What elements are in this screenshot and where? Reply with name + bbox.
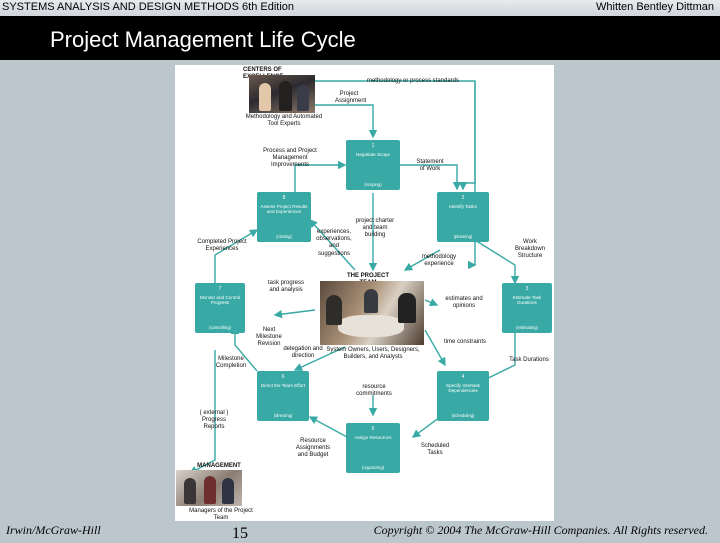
step-4-num: 4 xyxy=(461,374,465,380)
step-2-label: Identify Tasks xyxy=(449,203,477,209)
step-6-phase: (directing) xyxy=(273,412,293,418)
step-5-box: 5 Assign Resources (organizing) xyxy=(346,423,400,473)
life-cycle-figure: CENTERS OF EXCELLENCE Methodology and Au… xyxy=(175,65,554,521)
step-3-num: 3 xyxy=(525,286,529,292)
header-bar: SYSTEMS ANALYSIS AND DESIGN METHODS 6th … xyxy=(0,0,720,16)
step-6-box: 6 Direct the Team Effort (directing) xyxy=(257,371,309,421)
flow-project-charter: project charter and team building xyxy=(355,218,395,239)
step-2-box: 2 Identify Tasks (planning) xyxy=(437,192,489,242)
step-7-box: 7 Monitor and Control Progress (controll… xyxy=(195,283,245,333)
book-title: SYSTEMS ANALYSIS AND DESIGN METHODS 6th … xyxy=(2,1,294,13)
flow-estimates: estimates and opinions xyxy=(445,296,483,310)
management-title: MANAGEMENT xyxy=(197,463,241,469)
box7-to-box8 xyxy=(214,229,259,283)
box2-to-box3 xyxy=(469,236,520,285)
slide-title: Project Management Life Cycle xyxy=(50,27,356,52)
step-1-label: Negotiate Scope xyxy=(356,151,390,157)
flow-scheduled-tasks: Scheduled Tasks xyxy=(420,443,450,457)
flow-arrows xyxy=(188,80,520,474)
methodology-exp-arrow xyxy=(403,249,441,271)
flow-resource-assignments: Resource Assignments and Budget xyxy=(295,438,331,459)
management-photo xyxy=(176,470,242,506)
box1-to-box2 xyxy=(400,164,462,191)
step-1-num: 1 xyxy=(371,143,375,149)
authors: Whitten Bentley Dittman xyxy=(596,1,714,13)
delegation-arrow xyxy=(293,346,346,371)
publisher: Irwin/McGraw-Hill xyxy=(6,523,101,537)
step-5-phase: (organizing) xyxy=(361,464,385,470)
step-6-label: Direct the Team Effort xyxy=(260,382,306,388)
step-2-num: 2 xyxy=(461,195,465,201)
flow-time-constraints: time constraints xyxy=(443,339,486,345)
centers-photo xyxy=(249,75,315,113)
step-5-num: 5 xyxy=(371,426,375,432)
box6-to-box7 xyxy=(230,325,258,372)
step-8-label: Assess Project Results and Experiences xyxy=(260,203,308,215)
flow-project-assignment: Project Assignment xyxy=(335,91,367,105)
step-7-label: Monitor and Control Progress xyxy=(199,294,241,306)
step-3-box: 3 Estimate Task Durations (estimating) xyxy=(502,283,552,333)
team-caption: System Owners, Users, Designers, Builder… xyxy=(326,347,420,361)
step-2-phase: (planning) xyxy=(453,233,473,239)
copyright: Copyright © 2004 The McGraw-Hill Compani… xyxy=(373,523,708,537)
centers-caption: Methodology and Automated Tool Experts xyxy=(245,114,323,128)
step-5-label: Assign Resources xyxy=(354,434,392,440)
reports-arrow xyxy=(188,350,216,474)
box4-to-box5 xyxy=(411,416,441,438)
step-4-label: Specify Intertask Dependencies xyxy=(446,382,480,394)
flow-resource-commitments: resource commitments xyxy=(356,384,392,398)
page-number: 15 xyxy=(232,525,248,542)
flow-methodology: methodology or process standards xyxy=(366,78,460,84)
flow-task-durations: Task Durations xyxy=(509,357,549,363)
step-7-num: 7 xyxy=(218,286,222,292)
flow-statement-of-work: Statement of Work xyxy=(416,159,444,173)
box5-to-box6 xyxy=(308,416,348,438)
experiences-arrow xyxy=(309,218,356,271)
flow-process-improvements: Process and Project Management Improveme… xyxy=(263,148,317,169)
constraints-arrow xyxy=(424,329,446,367)
step-1-box: 1 Negotiate Scope (scoping) xyxy=(346,140,400,190)
estimates-arrow xyxy=(424,298,439,307)
step-4-phase: (scheduling) xyxy=(451,412,475,418)
step-1-phase: (scoping) xyxy=(364,181,382,187)
box8-to-box1 xyxy=(294,160,347,193)
flow-wbs: Work Breakdown Structure xyxy=(514,239,546,260)
flow-progress-reports: ( external ) Progress Reports xyxy=(199,410,229,431)
flow-methodology-experience: methodology experience xyxy=(421,254,457,268)
flow-completed-experiences: Completed Project Experiences xyxy=(197,239,247,253)
progress-arrow xyxy=(273,309,316,319)
flow-task-progress: task progress and analysis xyxy=(268,280,305,294)
title-bar: Project Management Life Cycle xyxy=(0,16,720,60)
flow-milestone-completion: Milestone Completion xyxy=(215,356,247,370)
flow-next-milestone: Next Milestone Revision xyxy=(256,327,282,348)
step-8-num: 8 xyxy=(282,195,286,201)
management-caption: Managers of the Project Team xyxy=(189,508,253,521)
flow-experiences: experiences, observations, and suggestio… xyxy=(316,229,352,257)
step-6-num: 6 xyxy=(281,374,285,380)
team-photo xyxy=(320,281,424,345)
step-3-label: Estimate Task Durations xyxy=(512,294,542,306)
step-8-phase: (closing) xyxy=(276,233,292,239)
step-3-phase: (estimating) xyxy=(516,324,538,330)
flow-delegation: delegation and direction xyxy=(283,346,323,360)
methodology-to-box2 xyxy=(458,81,476,191)
step-4-box: 4 Specify Intertask Dependencies (schedu… xyxy=(437,371,489,421)
step-8-box: 8 Assess Project Results and Experiences… xyxy=(257,192,311,242)
step-7-phase: (controlling) xyxy=(209,324,231,330)
